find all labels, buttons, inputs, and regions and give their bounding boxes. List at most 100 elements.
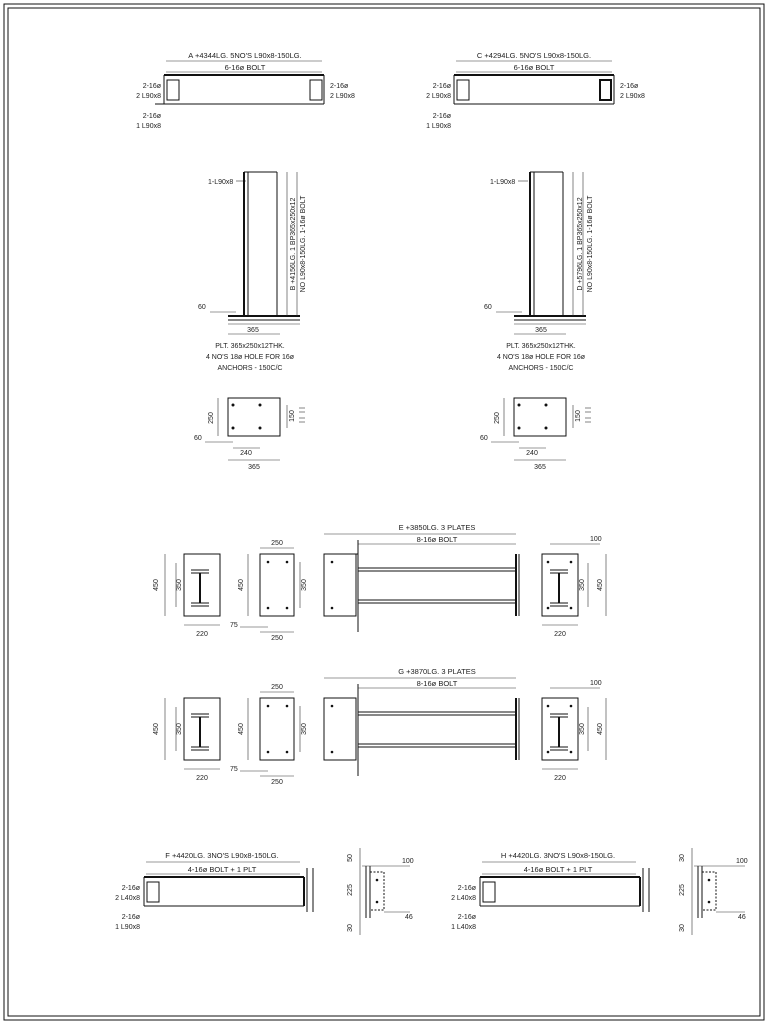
block-e-beam: 450 350 220 250 450 350 75 250 E +3850LG…	[153, 523, 607, 642]
block-g-bolt: 8-16ø BOLT	[417, 679, 458, 688]
e-dim-350-left: 350	[176, 579, 183, 591]
block-b-vertical-label-2: NO L90x8-150LG. 1-16ø BOLT	[300, 195, 307, 292]
block-e-bolt: 8-16ø BOLT	[417, 535, 458, 544]
block-h-member: H +4420LG. 3NO'S L90x8-150LG. 4-16ø BOLT…	[451, 848, 748, 935]
block-b-note-3: ANCHORS - 150C/C	[218, 365, 283, 372]
block-f-left2-angle: 1 L90x8	[115, 924, 140, 931]
outer-border	[3, 3, 765, 1021]
plate2-dim-150: 150	[575, 410, 582, 422]
block-d-dim-60: 60	[484, 304, 492, 311]
block-b-column: 1-L90x8 B +4156LG. 1 BP365x250x12 NO L90…	[198, 171, 307, 372]
block-c-member: C +4294LG. 5NO'S L90x8-150LG. 6-16ø BOLT…	[426, 51, 645, 130]
block-c-right1-qty: 2-16ø	[620, 83, 639, 90]
e-dim-450-right: 450	[597, 579, 604, 591]
block-g-beam: 450 350 220 250 450 350 75 250 G +3870LG…	[153, 667, 607, 786]
f-dim-46: 46	[405, 914, 413, 921]
block-h-title: H +4420LG. 3NO'S L90x8-150LG.	[501, 851, 615, 860]
e-dim-75: 75	[230, 622, 238, 629]
g-dim-350-right: 350	[579, 723, 586, 735]
block-h-bolt: 4-16ø BOLT + 1 PLT	[524, 865, 593, 874]
plate1-dim-150: 150	[289, 410, 296, 422]
block-h-left2-qty: 2-16ø	[458, 914, 477, 921]
block-c-left2-angle: 1 L90x8	[426, 123, 451, 130]
e-dim-220-right: 220	[554, 631, 566, 638]
block-d-angle-label: 1-L90x8	[490, 179, 515, 186]
h-dim-46: 46	[738, 914, 746, 921]
g-dim-450-right: 450	[597, 723, 604, 735]
e-dim-450-mid: 450	[238, 579, 245, 591]
block-c-bolt: 6-16ø BOLT	[514, 63, 555, 72]
block-d-note-1: PLT. 365x250x12THK.	[506, 343, 576, 350]
h-dim-225: 225	[679, 884, 686, 896]
block-b-dim-60: 60	[198, 304, 206, 311]
plate1-dim-60: 60	[194, 435, 202, 442]
block-a-left2-qty: 2-16ø	[143, 113, 162, 120]
block-d-note-3: ANCHORS - 150C/C	[509, 365, 574, 372]
block-c-left2-qty: 2-16ø	[433, 113, 452, 120]
base-plate-1: 250 150 60 240 365	[194, 397, 305, 471]
block-f-member: F +4420LG. 3NO'S L90x8-150LG. 4-16ø BOLT…	[115, 848, 414, 935]
block-b-note-2: 4 NO'S 18ø HOLE FOR 16ø	[206, 354, 295, 361]
block-h-left1-angle: 2 L40x8	[451, 895, 476, 902]
e-dim-350-right: 350	[579, 579, 586, 591]
inner-border	[7, 7, 761, 1017]
block-a-left1-qty: 2-16ø	[143, 83, 162, 90]
block-h-left1-qty: 2-16ø	[458, 885, 477, 892]
g-dim-220-left: 220	[196, 775, 208, 782]
g-dim-450-left: 450	[153, 723, 160, 735]
plate1-dim-240: 240	[240, 450, 252, 457]
g-dim-75: 75	[230, 766, 238, 773]
block-a-left1-angle: 2 L90x8	[136, 93, 161, 100]
f-dim-100: 100	[402, 858, 414, 865]
block-h-left2-angle: 1 L40x8	[451, 924, 476, 931]
block-a-left2-angle: 1 L90x8	[136, 123, 161, 130]
g-dim-250-bottom: 250	[271, 779, 283, 786]
g-dim-100: 100	[590, 680, 602, 687]
g-dim-350-left: 350	[176, 723, 183, 735]
g-dim-220-right: 220	[554, 775, 566, 782]
block-c-right1-angle: 2 L90x8	[620, 93, 645, 100]
plate2-dim-250: 250	[494, 412, 501, 424]
block-a-bolt: 6-16ø BOLT	[225, 63, 266, 72]
block-a-title: A +4344LG. 5NO'S L90x8-150LG.	[188, 51, 301, 60]
block-e-title: E +3850LG. 3 PLATES	[399, 523, 476, 532]
f-dim-225: 225	[347, 884, 354, 896]
block-f-bolt: 4-16ø BOLT + 1 PLT	[188, 865, 257, 874]
block-g-title: G +3870LG. 3 PLATES	[398, 667, 476, 676]
block-b-vertical-label: B +4156LG. 1 BP365x250x12	[290, 197, 297, 290]
block-d-dim-365: 365	[535, 327, 547, 334]
e-dim-250-bottom: 250	[271, 635, 283, 642]
h-dim-100: 100	[736, 858, 748, 865]
e-dim-350-mid: 350	[301, 579, 308, 591]
block-d-vertical-label: D +5796LG. 1 BP365x250x12	[577, 197, 584, 290]
plate2-dim-365: 365	[534, 464, 546, 471]
block-d-vertical-label-2: NO L90x8-150LG. 1-16ø BOLT	[587, 195, 594, 292]
block-f-title: F +4420LG. 3NO'S L90x8-150LG.	[165, 851, 278, 860]
base-plate-2: 250 150 60 240 365	[480, 397, 591, 471]
block-d-column: 1-L90x8 D +5796LG. 1 BP365x250x12 NO L90…	[484, 171, 594, 372]
block-b-note-1: PLT. 365x250x12THK.	[215, 343, 285, 350]
e-dim-100: 100	[590, 536, 602, 543]
block-f-left1-angle: 2 L40x8	[115, 895, 140, 902]
e-dim-220-left: 220	[196, 631, 208, 638]
block-a-member: A +4344LG. 5NO'S L90x8-150LG. 6-16ø BOLT…	[136, 51, 355, 130]
plate2-dim-60: 60	[480, 435, 488, 442]
e-dim-450-left: 450	[153, 579, 160, 591]
h-dim-30-top: 30	[679, 854, 686, 862]
block-c-left1-angle: 2 L90x8	[426, 93, 451, 100]
f-dim-50: 50	[347, 854, 354, 862]
block-f-left1-qty: 2-16ø	[122, 885, 141, 892]
e-dim-250-top: 250	[271, 540, 283, 547]
g-dim-350-mid: 350	[301, 723, 308, 735]
block-a-right1-angle: 2 L90x8	[330, 93, 355, 100]
g-dim-250-top: 250	[271, 684, 283, 691]
block-f-left2-qty: 2-16ø	[122, 914, 141, 921]
plate1-dim-250: 250	[208, 412, 215, 424]
block-c-title: C +4294LG. 5NO'S L90x8-150LG.	[477, 51, 591, 60]
block-d-note-2: 4 NO'S 18ø HOLE FOR 16ø	[497, 354, 586, 361]
plate1-dim-365: 365	[248, 464, 260, 471]
block-b-angle-label: 1-L90x8	[208, 179, 233, 186]
block-c-left1-qty: 2-16ø	[433, 83, 452, 90]
plate2-dim-240: 240	[526, 450, 538, 457]
